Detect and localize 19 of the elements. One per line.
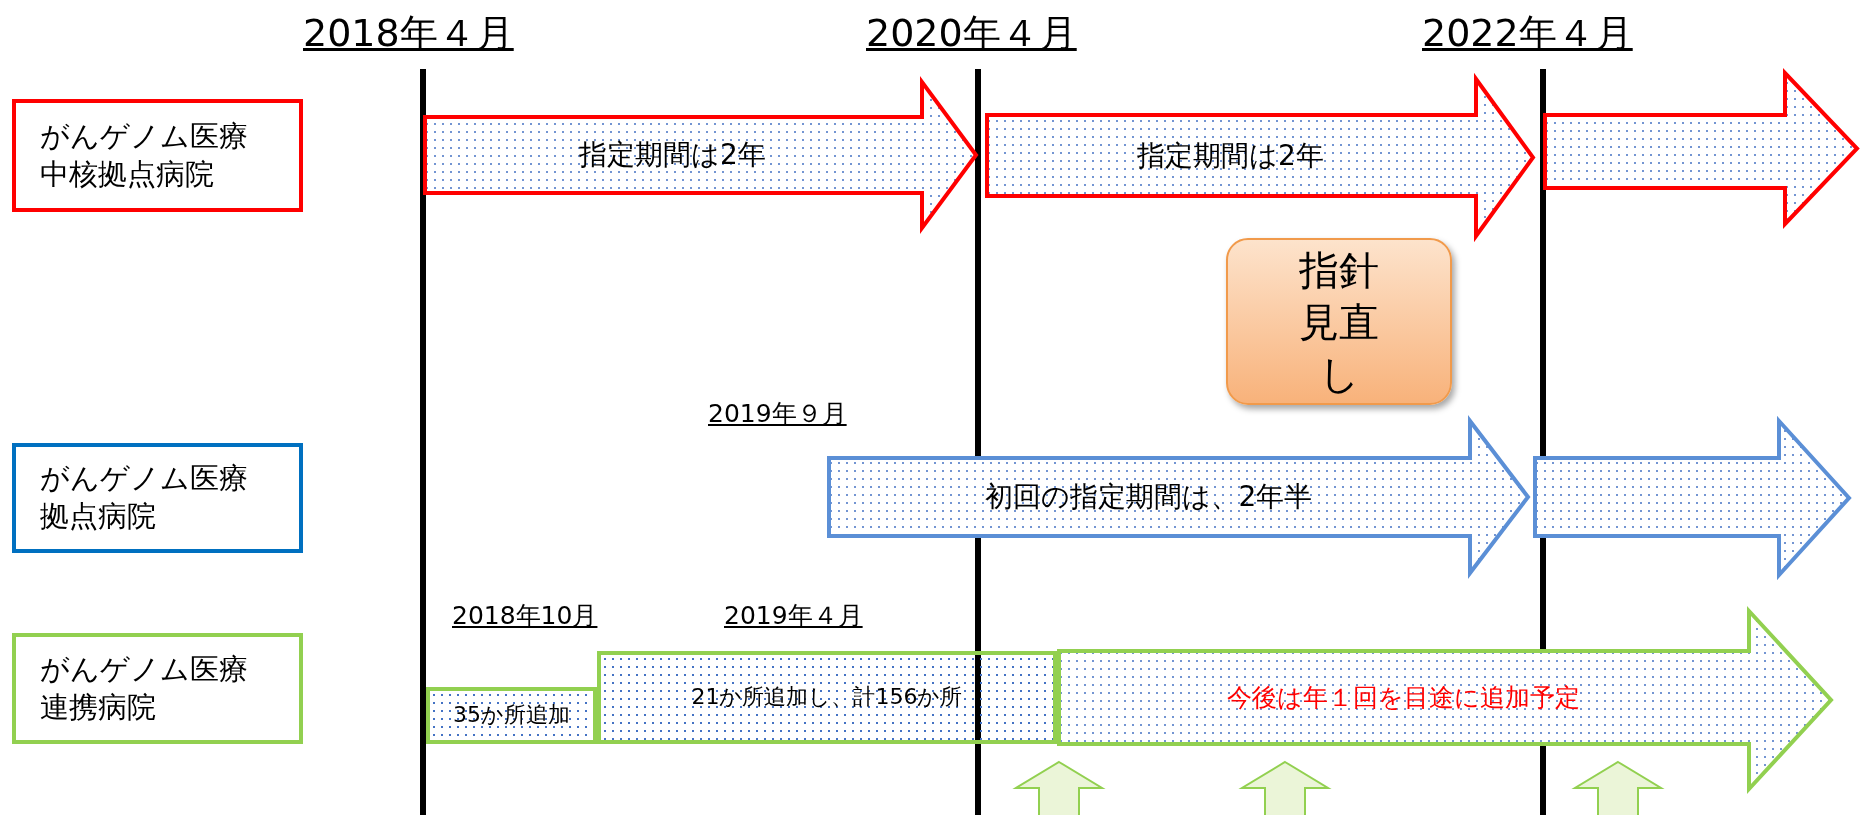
arrow-label: 指定期間は2年 — [1136, 138, 1325, 174]
note-box: 指針見直し — [1226, 238, 1452, 405]
step-box: 35か所追加 — [426, 687, 597, 744]
category-box: がんゲノム医療拠点病院 — [12, 443, 303, 553]
period-band — [1057, 609, 1833, 791]
date-label: 2020年４月 — [866, 10, 1077, 57]
period-band — [1543, 71, 1859, 226]
step-box: 21か所追加し、計156か所 — [597, 651, 1057, 744]
date-label: 2018年４月 — [303, 10, 514, 57]
date-label: 2018年10月 — [452, 600, 598, 632]
category-box: がんゲノム医療連携病院 — [12, 633, 303, 744]
period-band — [1533, 419, 1851, 577]
date-label: 2022年４月 — [1422, 10, 1633, 57]
arrow-label: 指定期間は2年 — [578, 137, 767, 173]
category-box: がんゲノム医療中核拠点病院 — [12, 99, 303, 212]
date-label: 2019年９月 — [708, 398, 847, 430]
arrow-label: 初回の指定期間は、2年半 — [983, 479, 1314, 515]
date-label: 2019年４月 — [724, 600, 863, 632]
arrow-label: 今後は年１回を目途に追加予定 — [1225, 682, 1581, 714]
